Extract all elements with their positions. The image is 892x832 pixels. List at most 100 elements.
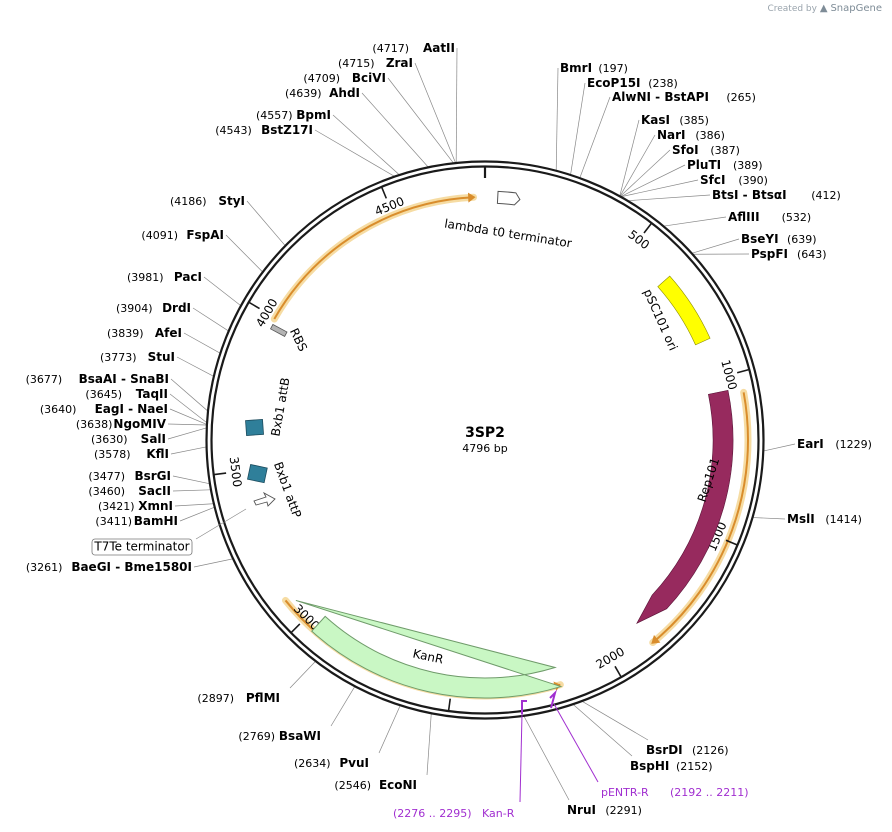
site-alwni-bstapi[interactable]: AlwNI - BstAPI(265) [612,90,756,104]
site-nrui[interactable]: NruI(2291) [567,803,642,817]
bxb1-attb-box[interactable] [245,418,264,436]
site-pos-xmni: (3421) [98,500,135,513]
site-name-bsphi: BspHI [630,759,669,773]
t7te-terminator-label[interactable]: T7Te terminator [93,540,189,554]
site-name-pvui: PvuI [339,756,369,770]
site-stui[interactable]: StuI(3773) [100,350,175,364]
kan-r-name[interactable]: Kan-R [482,807,515,820]
leader-nrui [523,716,570,801]
site-name-pluti: PluTI [687,158,721,172]
site-ahdi[interactable]: AhdI(4639) [285,86,360,100]
bxb1-attp-box[interactable] [247,464,268,484]
site-bsawi[interactable]: BsaWI(2769) [238,729,321,743]
leader-afliii [664,216,727,227]
kan-r-leader [519,713,523,803]
site-bsrdi[interactable]: BsrDI(2126) [646,743,729,757]
site-pspfi[interactable]: PspFI(643) [751,247,827,261]
pentr-r-primer-mark[interactable] [549,689,557,709]
site-bamhi[interactable]: BamHI(3411) [95,514,178,528]
bxb1-attb-label[interactable]: Bxb1 attB [268,376,292,437]
site-name-btsi-bts-i: BtsI - BtsαI [712,188,787,202]
kanr-label[interactable]: KanR [412,646,445,666]
site-btsi-bts-i[interactable]: BtsI - BtsαI(412) [712,188,841,202]
site-pos-nari: (386) [695,129,725,142]
site-pos-afliii: (532) [782,211,812,224]
site-pos-bcivi: (4709) [303,72,340,85]
orf-4000-4500-head [467,192,476,203]
rbs-box[interactable] [269,323,288,337]
site-name-bamhi: BamHI [134,514,178,528]
site-sali[interactable]: SalI(3630) [91,432,166,446]
site-taqii[interactable]: TaqII(3645) [85,387,168,401]
site-pos-afei: (3839) [107,327,144,340]
site-sacii[interactable]: SacII(3460) [88,484,171,498]
site-sfoi[interactable]: SfoI(387) [672,143,740,157]
site-pvui[interactable]: PvuI(2634) [294,756,369,770]
site-bmri[interactable]: BmrI(197) [560,61,628,75]
site-msli[interactable]: MslI(1414) [787,512,862,526]
site-pluti[interactable]: PluTI(389) [687,158,763,172]
leader-econi [426,713,432,776]
site-ecop15i[interactable]: EcoP15I(238) [587,76,678,90]
site-name-bcivi: BciVI [352,71,386,85]
site-bseyi[interactable]: BseYI(639) [741,232,817,246]
site-bstz17i[interactable]: BstZ17I(4543) [215,123,313,137]
rep101-arrow[interactable] [636,389,734,624]
leader-pvui [378,705,401,754]
bxb1-attp-label[interactable]: Bxb1 attP [271,460,304,520]
site-ngomiv[interactable]: NgoMIV(3638) [76,417,167,431]
lambda-t0-terminator-label[interactable]: lambda t0 terminator [443,217,572,251]
site-eagi-naei[interactable]: EagI - NaeI(3640) [40,402,168,416]
rbs-label[interactable]: RBS [287,326,310,354]
site-xmni[interactable]: XmnI(3421) [98,499,173,513]
site-kfli[interactable]: KflI(3578) [94,447,169,461]
kan-r-primer-mark[interactable] [521,700,527,714]
site-afliii[interactable]: AflIII(532) [728,210,811,224]
site-name-aatii: AatII [423,41,455,55]
backbone-outer-strand [205,160,765,720]
site-sfci[interactable]: SfcI(390) [700,173,768,187]
site-pos-eagi-naei: (3640) [40,403,77,416]
site-pos-zrai: (4715) [338,57,375,70]
site-name-bsrdi: BsrDI [646,743,683,757]
leader-kfli [170,446,207,455]
site-bsphi[interactable]: BspHI(2152) [630,759,713,773]
leader-bsaai-snabi [170,378,208,412]
site-afei[interactable]: AfeI(3839) [107,326,182,340]
site-name-bsaai-snabi: BsaAI - SnaBI [79,372,169,386]
site-bsaai-snabi[interactable]: BsaAI - SnaBI(3677) [26,372,169,386]
leader-alwni-bstapi [579,96,611,178]
psc101-ori-box[interactable] [657,275,711,346]
site-pflmi[interactable]: PflMI(2897) [197,691,280,705]
site-pos-nrui: (2291) [605,804,642,817]
site-styi[interactable]: StyI(4186) [170,194,245,208]
t7te-label-box[interactable] [91,538,193,556]
site-fspai[interactable]: FspAI(4091) [141,228,224,242]
site-pos-fspai: (4091) [141,229,178,242]
site-baegi-bme1580i[interactable]: BaeGI - Bme1580I(3261) [26,560,192,574]
pentr-r-name[interactable]: pENTR-R [601,786,649,799]
leader-bseyi [692,238,740,254]
site-aatii[interactable]: AatII(4717) [372,41,455,55]
site-eari[interactable]: EarI(1229) [797,437,872,451]
t7te-terminator-arrow[interactable] [253,491,276,507]
site-econi[interactable]: EcoNI(2546) [334,778,417,792]
site-bpmi[interactable]: BpmI(4557) [256,108,331,122]
kanr-arrow[interactable] [295,599,563,699]
site-pos-sfoi: (387) [710,144,740,157]
site-kasi[interactable]: KasI(385) [641,113,709,127]
leader-sfci [621,179,699,197]
tick-500 [643,223,652,234]
site-nari[interactable]: NarI(386) [657,128,725,142]
lambda-t0-terminator-arrow[interactable] [496,190,521,206]
site-pos-taqii: (3645) [85,388,122,401]
plasmid-name: 3SP2 [465,425,505,441]
site-paci[interactable]: PacI(3981) [127,270,202,284]
site-zrai[interactable]: ZraI(4715) [338,56,413,70]
site-drdi[interactable]: DrdI(3904) [116,301,191,315]
site-bsrgi[interactable]: BsrGI(3477) [88,469,171,483]
site-bcivi[interactable]: BciVI (4709) [303,71,386,85]
site-pos-bstz17i: (4543) [215,124,252,137]
site-pos-styi: (4186) [170,195,207,208]
